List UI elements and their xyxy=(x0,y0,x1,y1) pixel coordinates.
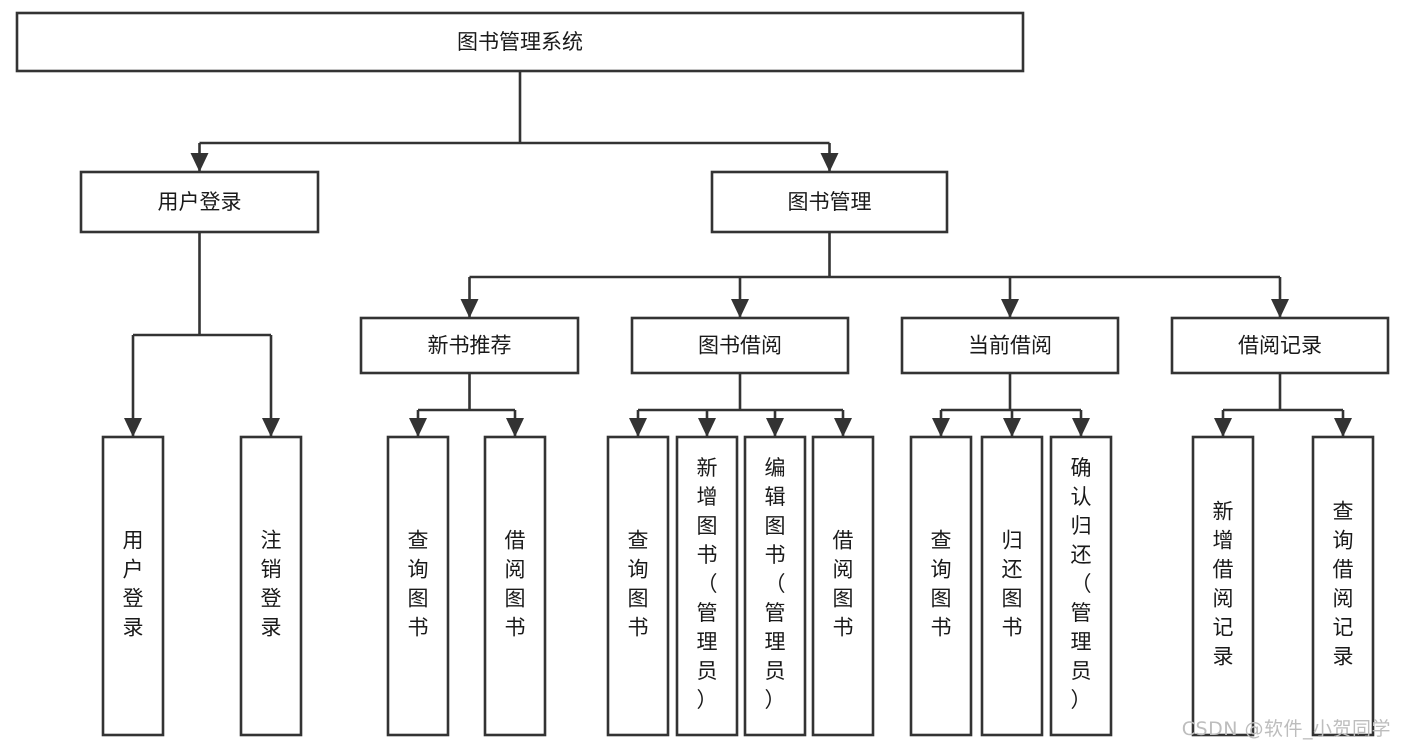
leaf-node-4-label: 查询图书 xyxy=(628,529,649,640)
leaf-node-6[interactable]: 编辑图书（管理员） xyxy=(743,435,807,737)
leaf-node-8-rect[interactable] xyxy=(909,435,973,737)
arrow-down-icon-leaf-1-1 xyxy=(698,418,716,437)
leaf-node-6-rect[interactable] xyxy=(743,435,807,737)
level3-node-2-rect[interactable] xyxy=(900,316,1120,375)
leaf-node-5-rect[interactable] xyxy=(675,435,739,737)
leaf-node-7-label: 借阅图书 xyxy=(833,529,854,640)
arrow-down-icon-level3-0 xyxy=(460,299,479,318)
leaf-node-10-label: 确认归还（管理员） xyxy=(1071,456,1092,712)
leaf-node-5-label: 新增图书（管理员） xyxy=(697,456,718,712)
arrow-down-icon-level3-1 xyxy=(731,299,749,318)
leaf-node-9-rect[interactable] xyxy=(980,435,1044,737)
arrow-down-icon-leaf-2-2 xyxy=(1072,418,1090,437)
arrow-down-icon-leaf-1-0 xyxy=(629,418,647,437)
level3-node-0-rect[interactable] xyxy=(359,316,580,375)
leaf-node-8-label: 查询图书 xyxy=(931,529,952,640)
leaf-node-11-label: 新增借阅记录 xyxy=(1213,500,1234,669)
leaf-node-10-rect[interactable] xyxy=(1049,435,1113,737)
level3-node-0-label: 新书推荐 xyxy=(428,334,512,358)
arrow-down-icon-leaf-1-3 xyxy=(834,418,852,437)
arrow-down-icon-leaf-3-1 xyxy=(1334,418,1352,437)
arrow-down-icon-level3-2 xyxy=(1001,299,1019,318)
leaf-node-3-rect[interactable] xyxy=(483,435,547,737)
level3-node-1-rect[interactable] xyxy=(630,316,850,375)
leaf-node-10[interactable]: 确认归还（管理员） xyxy=(1049,435,1113,737)
leaf-node-4-rect[interactable] xyxy=(606,435,670,737)
arrow-down-icon-leaf-1-2 xyxy=(766,418,784,437)
leaf-node-7-rect[interactable] xyxy=(811,435,875,737)
level3-node-3[interactable]: 借阅记录 xyxy=(1170,316,1390,375)
leaf-node-2-rect[interactable] xyxy=(386,435,450,737)
leaf-node-12-rect[interactable] xyxy=(1311,435,1375,737)
leaf-node-0-label: 用户登录 xyxy=(123,529,144,640)
level3-node-2[interactable]: 当前借阅 xyxy=(900,316,1120,375)
arrow-down-icon-level3-3 xyxy=(1271,299,1289,318)
root-node-system-label: 图书管理系统 xyxy=(457,30,583,54)
arrow-down-icon-level2-0 xyxy=(190,153,209,172)
level2-node-0-rect[interactable] xyxy=(79,170,320,234)
leaf-node-12[interactable]: 查询借阅记录 xyxy=(1311,435,1375,737)
leaf-node-1-rect[interactable] xyxy=(239,435,303,737)
leaf-node-2[interactable]: 查询图书 xyxy=(386,435,450,737)
arrow-down-icon-level2-1 xyxy=(820,153,839,172)
node-layer: 图书管理系统用户登录图书管理新书推荐图书借阅当前借阅借阅记录用户登录注销登录查询… xyxy=(15,11,1390,737)
arrow-down-icon-userlogin-leaf-1 xyxy=(262,418,280,437)
leaf-node-11[interactable]: 新增借阅记录 xyxy=(1191,435,1255,737)
leaf-node-7[interactable]: 借阅图书 xyxy=(811,435,875,737)
arrow-down-icon-leaf-2-0 xyxy=(932,418,950,437)
arrow-down-icon-userlogin-leaf-0 xyxy=(124,418,142,437)
arrow-down-icon-leaf-3-0 xyxy=(1214,418,1232,437)
leaf-node-2-label: 查询图书 xyxy=(408,529,429,640)
level2-node-1[interactable]: 图书管理 xyxy=(710,170,949,234)
level3-node-0[interactable]: 新书推荐 xyxy=(359,316,580,375)
root-node-system-rect[interactable] xyxy=(15,11,1025,73)
level3-node-3-label: 借阅记录 xyxy=(1238,334,1322,358)
leaf-node-0-rect[interactable] xyxy=(101,435,165,737)
level2-node-0[interactable]: 用户登录 xyxy=(79,170,320,234)
leaf-node-4[interactable]: 查询图书 xyxy=(606,435,670,737)
level3-node-3-rect[interactable] xyxy=(1170,316,1390,375)
level3-node-1[interactable]: 图书借阅 xyxy=(630,316,850,375)
leaf-node-6-label: 编辑图书（管理员） xyxy=(765,456,786,712)
root-node-system[interactable]: 图书管理系统 xyxy=(15,11,1025,73)
level2-node-1-rect[interactable] xyxy=(710,170,949,234)
leaf-node-12-label: 查询借阅记录 xyxy=(1333,500,1354,669)
level3-node-2-label: 当前借阅 xyxy=(968,334,1052,358)
arrow-down-icon-leaf-0-0 xyxy=(409,418,427,437)
arrow-down-icon-leaf-0-1 xyxy=(506,418,524,437)
leaf-node-1[interactable]: 注销登录 xyxy=(239,435,303,737)
connector-layer xyxy=(124,71,1352,437)
leaf-node-5[interactable]: 新增图书（管理员） xyxy=(675,435,739,737)
leaf-node-1-label: 注销登录 xyxy=(261,529,282,640)
level2-node-0-label: 用户登录 xyxy=(158,190,242,214)
leaf-node-8[interactable]: 查询图书 xyxy=(909,435,973,737)
leaf-node-3[interactable]: 借阅图书 xyxy=(483,435,547,737)
leaf-node-0[interactable]: 用户登录 xyxy=(101,435,165,737)
leaf-node-11-rect[interactable] xyxy=(1191,435,1255,737)
arrow-down-icon-leaf-2-1 xyxy=(1003,418,1021,437)
leaf-node-9-label: 归还图书 xyxy=(1002,529,1023,640)
level2-node-1-label: 图书管理 xyxy=(788,190,872,214)
leaf-node-3-label: 借阅图书 xyxy=(505,529,526,640)
level3-node-1-label: 图书借阅 xyxy=(698,334,782,358)
leaf-node-9[interactable]: 归还图书 xyxy=(980,435,1044,737)
